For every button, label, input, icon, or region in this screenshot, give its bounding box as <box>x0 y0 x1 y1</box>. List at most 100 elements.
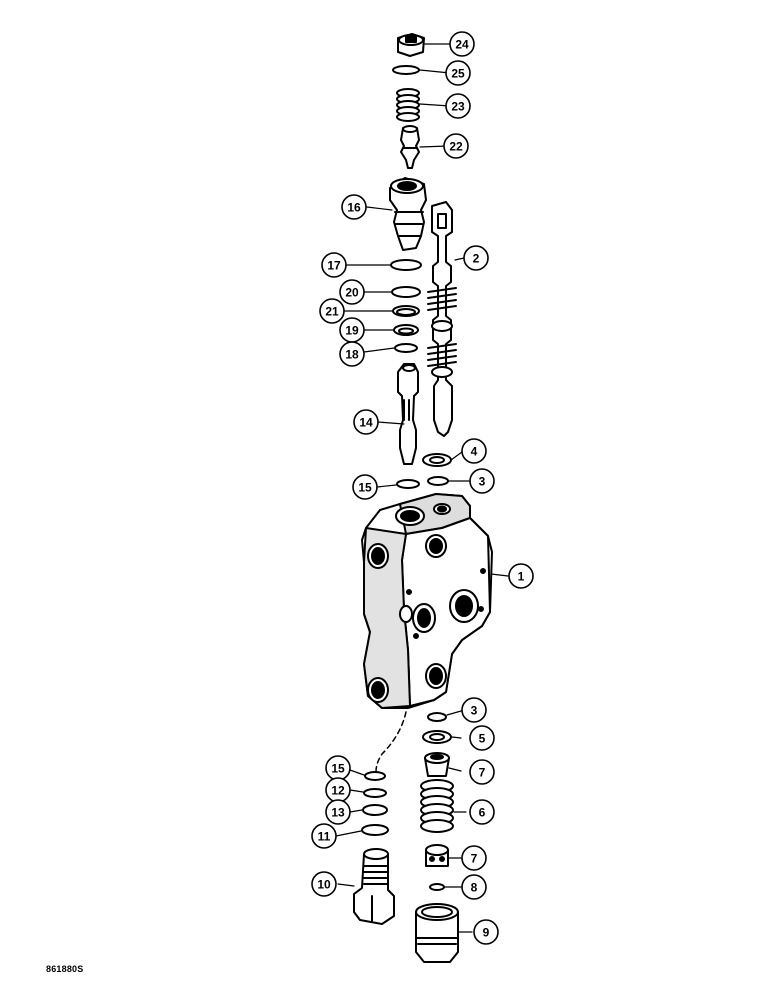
o-ring-part-20 <box>391 286 421 298</box>
o-ring-part-8 <box>429 883 445 891</box>
callout-circle <box>461 438 487 464</box>
callout-number: 6 <box>479 805 486 819</box>
callout-number: 14 <box>359 415 373 429</box>
o-ring-part-15-upper <box>396 479 420 489</box>
callout-16: 16 <box>341 194 367 220</box>
callout-number: 15 <box>331 761 345 775</box>
callout-18: 18 <box>339 341 365 367</box>
callout-15: 15 <box>352 474 378 500</box>
callout-circle <box>319 298 345 324</box>
plug-part-10 <box>353 848 395 925</box>
callout-2: 2 <box>463 245 489 271</box>
callout-circle <box>461 845 487 871</box>
callout-10: 10 <box>311 871 337 897</box>
spring-seat-part-7-upper <box>424 752 450 777</box>
drawing-reference-code: 861880S <box>46 964 84 974</box>
o-ring-part-12 <box>363 788 387 798</box>
callout-circle <box>352 474 378 500</box>
callout-number: 23 <box>451 99 465 113</box>
callout-22: 22 <box>443 133 469 159</box>
callout-5: 5 <box>469 725 495 751</box>
callout-number: 17 <box>327 258 341 272</box>
callout-circle <box>325 799 351 825</box>
o-ring-part-17 <box>390 259 422 271</box>
callout-number: 4 <box>471 444 478 458</box>
callout-number: 19 <box>345 323 359 337</box>
callout-circle <box>311 823 337 849</box>
callout-number: 18 <box>345 347 359 361</box>
callout-number: 9 <box>483 925 490 939</box>
callout-circle <box>449 31 475 57</box>
callout-circle <box>469 759 495 785</box>
callout-3: 3 <box>461 697 487 723</box>
plug-part-24 <box>397 33 425 57</box>
callout-number: 11 <box>318 829 331 843</box>
callout-25: 25 <box>445 60 471 86</box>
valve-body-part-1 <box>361 493 493 709</box>
callout-circle <box>473 919 499 945</box>
check-rod-part-14 <box>397 363 419 465</box>
o-ring-part-11 <box>361 824 389 836</box>
callout-number: 24 <box>455 37 469 51</box>
callout-8: 8 <box>461 874 487 900</box>
callout-4: 4 <box>461 438 487 464</box>
callout-number: 1 <box>518 569 525 583</box>
spring-part-6 <box>420 779 454 833</box>
callout-number: 15 <box>358 480 372 494</box>
spring-seat-part-7-lower <box>425 844 449 867</box>
callout-number: 3 <box>479 474 486 488</box>
callout-number: 3 <box>471 703 478 717</box>
callout-number: 16 <box>347 200 361 214</box>
callout-number: 12 <box>331 783 345 797</box>
callout-number: 8 <box>471 880 478 894</box>
callout-circle <box>469 468 495 494</box>
seal-retainer-part-5 <box>422 730 452 744</box>
o-ring-part-13 <box>362 804 388 816</box>
callout-circle <box>445 60 471 86</box>
o-ring-part-19 <box>393 324 419 336</box>
callout-number: 5 <box>479 731 486 745</box>
callout-circle <box>461 874 487 900</box>
callout-7: 7 <box>469 759 495 785</box>
callout-number: 13 <box>331 805 345 819</box>
callout-circle <box>311 871 337 897</box>
callout-circle <box>341 194 367 220</box>
callout-21: 21 <box>319 298 345 324</box>
poppet-part-22 <box>400 125 420 169</box>
callout-circle <box>469 799 495 825</box>
callout-number: 2 <box>473 251 480 265</box>
callout-circle <box>445 93 471 119</box>
callout-circle <box>461 697 487 723</box>
callout-number: 7 <box>479 765 486 779</box>
callout-19: 19 <box>339 317 365 343</box>
callout-circle <box>463 245 489 271</box>
relief-valve-part-16 <box>389 177 427 251</box>
o-ring-part-15-lower <box>364 771 386 781</box>
callout-circle <box>339 341 365 367</box>
callout-14: 14 <box>353 409 379 435</box>
callout-number: 22 <box>449 139 463 153</box>
callout-circle <box>469 725 495 751</box>
spool-part-2 <box>427 201 457 437</box>
callout-12: 12 <box>325 777 351 803</box>
cap-part-9 <box>415 903 459 963</box>
callout-3: 3 <box>469 468 495 494</box>
callout-number: 20 <box>345 285 359 299</box>
o-ring-part-25 <box>392 65 420 75</box>
callout-24: 24 <box>449 31 475 57</box>
backup-ring-part-21 <box>392 305 420 317</box>
callout-circle <box>321 252 347 278</box>
callout-number: 21 <box>325 304 339 318</box>
callout-number: 25 <box>451 66 465 80</box>
callout-15: 15 <box>325 755 351 781</box>
callout-number: 7 <box>471 851 478 865</box>
callout-23: 23 <box>445 93 471 119</box>
callout-circle <box>353 409 379 435</box>
o-ring-part-3-lower <box>427 712 447 722</box>
o-ring-part-3-upper <box>427 476 449 486</box>
spring-part-23 <box>396 88 420 122</box>
callout-20: 20 <box>339 279 365 305</box>
callout-6: 6 <box>469 799 495 825</box>
